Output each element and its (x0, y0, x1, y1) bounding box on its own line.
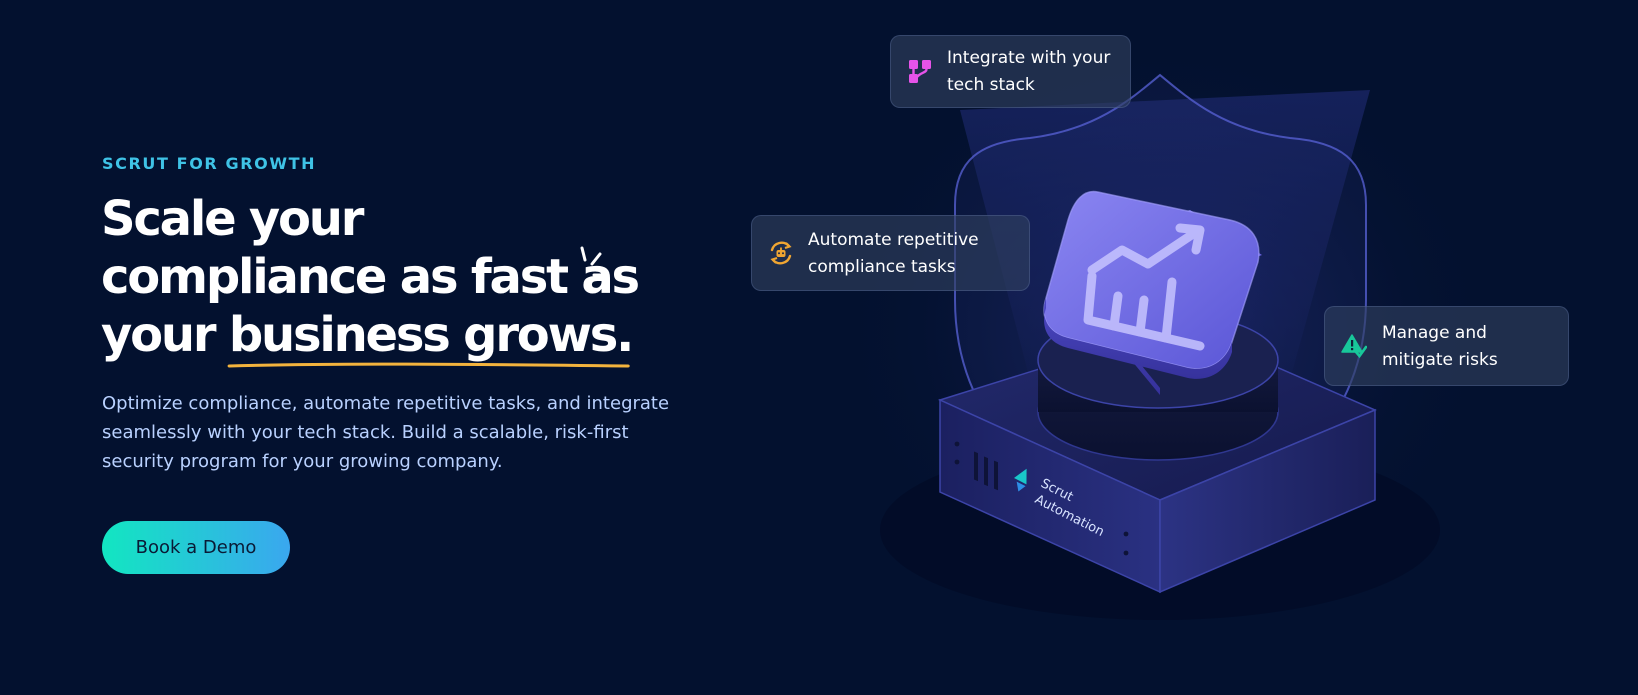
headline-line-3: your business grows. (101, 306, 661, 368)
page-title: Scale your compliance as fast as your bu… (101, 190, 661, 368)
bot-refresh-icon (770, 241, 792, 265)
hero-description: Optimize compliance, automate repetitive… (102, 393, 670, 472)
manage-line-1: Manage and (1382, 323, 1487, 343)
feature-card-manage-label: Manage and mitigate risks (1382, 320, 1498, 374)
headline-line-2: compliance as fast as (101, 249, 640, 305)
headline-line-3-start: your (101, 307, 229, 363)
feature-card-integrate: Integrate with your tech stack (890, 35, 1131, 108)
feature-card-automate-label: Automate repetitive compliance tasks (808, 227, 979, 281)
underline-stroke (227, 362, 630, 368)
integrate-line-1: Integrate with your (947, 48, 1111, 68)
feature-card-automate: Automate repetitive compliance tasks (751, 215, 1030, 291)
headline-highlight-text: business grows. (228, 307, 634, 363)
warning-check-icon (1341, 334, 1367, 359)
book-demo-button[interactable]: Book a Demo (102, 521, 290, 574)
integrate-line-2: tech stack (947, 75, 1035, 95)
manage-line-2: mitigate risks (1382, 350, 1498, 370)
headline-line-1: Scale your (101, 191, 364, 247)
feature-card-manage: Manage and mitigate risks (1324, 306, 1569, 386)
headline-highlight: business grows. (227, 306, 634, 368)
automate-line-2: compliance tasks (808, 257, 956, 277)
git-branch-icon (909, 60, 931, 83)
feature-card-integrate-label: Integrate with your tech stack (947, 45, 1110, 99)
eyebrow-label: SCRUT FOR GROWTH (102, 154, 317, 173)
chart-cube-icon (1043, 190, 1262, 395)
automate-line-1: Automate repetitive (808, 230, 979, 250)
scrut-logo-icon (1014, 468, 1027, 492)
sparkle-icon (580, 246, 608, 277)
